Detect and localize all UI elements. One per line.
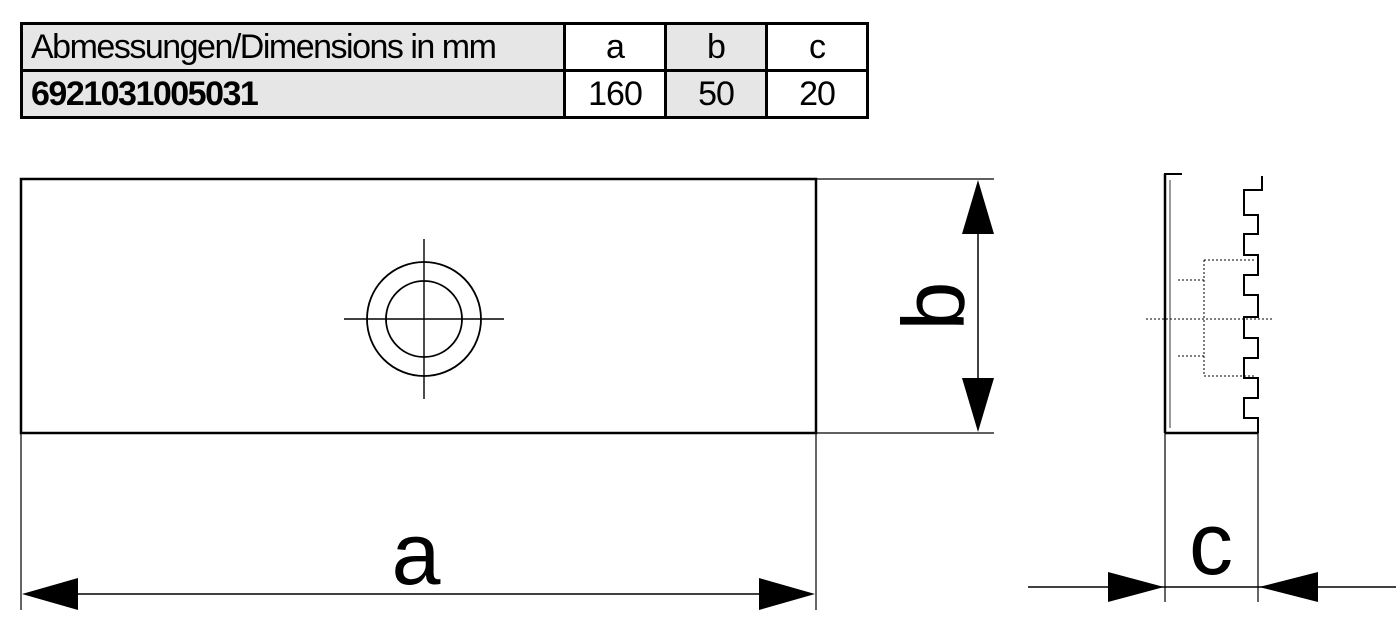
dimensions-table: Abmessungen/Dimensions in mm a b c 69210… xyxy=(20,22,869,119)
dimension-label-a: a xyxy=(392,504,441,603)
value-b: 50 xyxy=(664,69,768,119)
arrow-c-left xyxy=(1108,572,1164,602)
column-header-a: a xyxy=(563,22,667,72)
table-header-row: Abmessungen/Dimensions in mm a b c xyxy=(20,22,869,72)
column-header-c: c xyxy=(765,22,869,72)
hole-symbol xyxy=(344,239,504,399)
arrow-b-top xyxy=(962,180,994,234)
part-number: 6921031005031 xyxy=(20,69,566,119)
dimension-label-b: b xyxy=(884,282,983,331)
value-c: 20 xyxy=(765,69,869,119)
arrow-a-left xyxy=(22,578,78,610)
front-view-outline xyxy=(19,177,818,435)
table-row: 6921031005031 160 50 20 xyxy=(20,69,869,119)
side-view xyxy=(1146,173,1274,435)
arrow-c-right xyxy=(1259,572,1318,602)
dimension-label-c: c xyxy=(1189,494,1233,593)
arrow-b-bottom xyxy=(962,378,994,432)
column-header-b: b xyxy=(664,22,768,72)
value-a: 160 xyxy=(563,69,667,119)
table-header-label: Abmessungen/Dimensions in mm xyxy=(20,22,566,72)
arrow-a-right xyxy=(759,578,815,610)
